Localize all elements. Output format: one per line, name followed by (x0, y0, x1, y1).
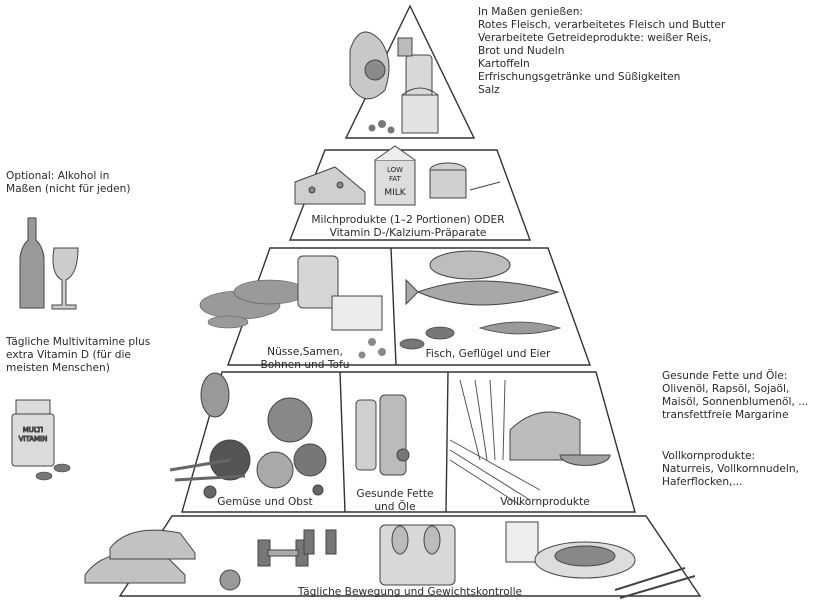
beans-icon (200, 280, 306, 328)
sardine-icon (480, 322, 560, 334)
dairy-label-line: Vitamin D-/Kalzium-Präparate (288, 227, 528, 240)
sweets-icon (369, 120, 395, 134)
fats-note: Gesunde Fette und Öle: Olivenöl, Rapsöl,… (662, 370, 808, 422)
alcohol-note-line: Maßen (nicht für jeden) (6, 183, 130, 196)
vitamin-note-line: extra Vitamin D (für die (6, 349, 150, 362)
grain-bowl-icon (560, 455, 610, 465)
oils-label: Gesunde Fette und Öle (345, 488, 445, 514)
water-glass-icon (506, 522, 538, 562)
vegetables-label: Gemüse und Obst (190, 496, 340, 509)
nuts-label-line: Nüsse,Samen, (230, 346, 380, 359)
fats-note-line: Olivenöl, Rapsöl, Sojaöl, (662, 383, 808, 396)
bread-slice-icon (402, 88, 438, 133)
fats-note-line: Maisöl, Sonnenblumenöl, ... (662, 396, 808, 409)
moderation-note-line: Verarbeitete Getreideprodukte: weißer Re… (478, 32, 725, 45)
dairy-label-line: Milchprodukte (1–2 Portionen) ODER (288, 214, 528, 227)
fish-label: Fisch, Geflügel und Eier (398, 348, 578, 361)
moderation-note-line: Salz (478, 84, 725, 97)
fish-icon (406, 280, 558, 305)
vitamin-note-line: meisten Menschen) (6, 362, 150, 375)
grains-label: Vollkornprodukte (470, 496, 620, 509)
red-meat-icon (350, 32, 389, 99)
bottle-label-line2: VITAMIN (19, 435, 48, 443)
nuts-label-line: Bohnen und Tofu (230, 359, 380, 372)
dairy-label: Milchprodukte (1–2 Portionen) ODER Vitam… (288, 214, 528, 240)
vitamin-note-line: Tägliche Multivitamine plus (6, 336, 150, 349)
moderation-note-line: Rotes Fleisch, verarbeitetes Fleisch und… (478, 19, 725, 32)
chicken-icon (430, 251, 510, 279)
cheese-icon (295, 167, 365, 204)
fats-note-line: Gesunde Fette und Öle: (662, 370, 808, 383)
wholegrain-note-line: Vollkornprodukte: (662, 450, 799, 463)
oils-label-line: und Öle (345, 501, 445, 514)
alcohol-note-line: Optional: Alkohol in (6, 170, 130, 183)
carton-label-milk: MILK (384, 188, 406, 198)
wholegrain-note-line: Naturreis, Vollkornnudeln, (662, 463, 799, 476)
alcohol-note: Optional: Alkohol in Maßen (nicht für je… (6, 170, 130, 196)
tofu-icon (332, 296, 382, 330)
ball-icon (220, 570, 240, 590)
vitamin-note: Tägliche Multivitamine plus extra Vitami… (6, 336, 150, 375)
wholegrain-note: Vollkornprodukte: Naturreis, Vollkornnud… (662, 450, 799, 489)
scale-icon (380, 525, 455, 585)
fats-note-line: transfettfreie Margarine (662, 409, 808, 422)
sneakers-icon (85, 530, 195, 583)
oil-bottle-icon (356, 395, 409, 475)
moderation-note-line: Erfrischungsgetränke und Süßigkeiten (478, 71, 725, 84)
dumbbells-icon (258, 530, 336, 566)
moderation-note-line: Brot und Nudeln (478, 45, 725, 58)
vegetables-fruit-icon (170, 373, 326, 498)
moderation-note-line: Kartoffeln (478, 58, 725, 71)
bottle-label-line1: MULTI (23, 426, 43, 434)
base-label: Tägliche Bewegung und Gewichtskontrolle (250, 586, 570, 599)
moderation-note-line: In Maßen genießen: (478, 6, 725, 19)
multivitamin-bottle-icon: MULTI VITAMIN (12, 400, 54, 466)
wholegrain-note-line: Haferflocken,... (662, 476, 799, 489)
bread-loaf-icon (510, 412, 580, 460)
carton-label-fat: FAT (389, 175, 402, 183)
nuts-label: Nüsse,Samen, Bohnen und Tofu (230, 346, 380, 372)
yogurt-icon (430, 163, 500, 198)
eggs-icon (400, 327, 454, 349)
oils-label-line: Gesunde Fette (345, 488, 445, 501)
wine-icon (20, 218, 78, 309)
moderation-note: In Maßen genießen: Rotes Fleisch, verarb… (478, 6, 725, 97)
carton-label-low: LOW (387, 166, 403, 174)
